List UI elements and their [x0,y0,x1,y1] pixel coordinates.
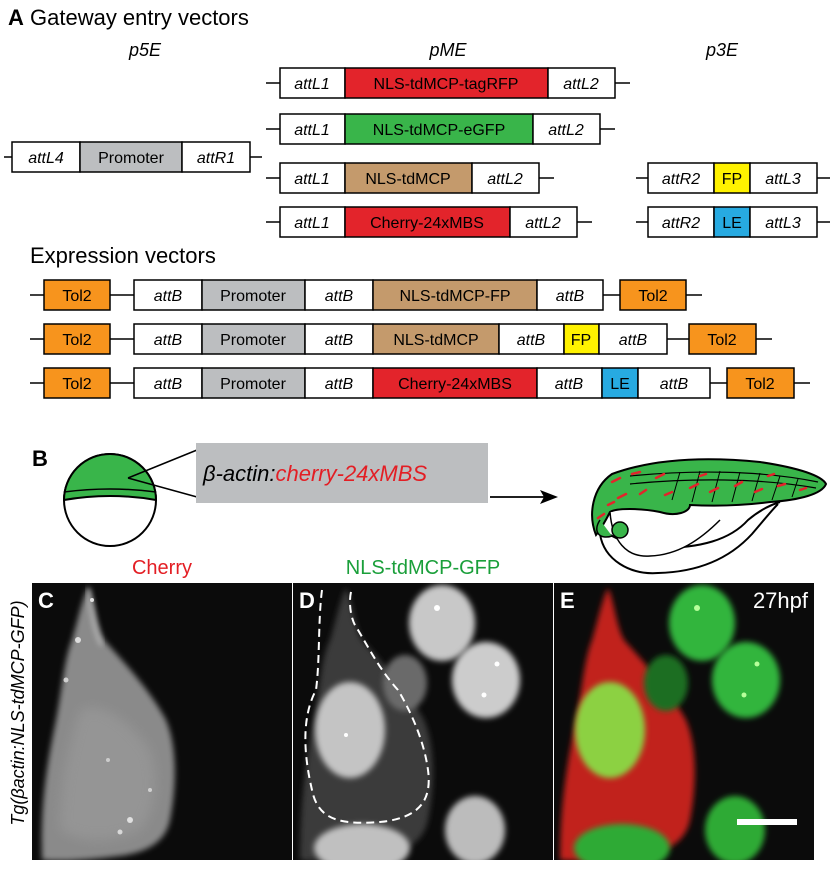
header-gfp: NLS-tdMCP-GFP [346,557,500,579]
construct-box [196,443,488,503]
ev3-insert: Cherry-24xMBS [398,376,512,393]
pme2-att-left: attL1 [294,122,330,139]
ev3-tol-left: Tol2 [62,376,91,393]
p3e2-att-left: attR2 [662,215,700,232]
pme1-att-right: attL2 [563,76,599,93]
ev2-tag: FP [571,332,591,349]
pme4-att-left: attL1 [294,215,330,232]
pme4-insert: Cherry-24xMBS [370,215,484,232]
header-cherry: Cherry [132,557,192,579]
ev3-tag: LE [610,376,630,393]
pme2-att-right: attL2 [548,122,584,139]
expression-vector-3: Tol2 attB Promoter attB Cherry-24xMBS at… [30,367,810,399]
pme1-att-left: attL1 [294,76,330,93]
pme3-att-right: attL2 [487,171,523,188]
ev2-att3: attB [517,332,546,349]
panel-a-letter: A [8,5,24,30]
construct-gene: cherry-24xMBS [276,461,428,486]
pme-vector-1: attL1 NLS-tdMCP-tagRFP attL2 [266,67,630,99]
transgenic-line-label: Tg(βactin:NLS-tdMCP-GFP) [8,600,28,825]
col-label-pme: pME [428,40,467,60]
ev2-att1: attB [154,332,183,349]
stage-label: 27hpf [753,588,809,613]
pme3-insert: NLS-tdMCP [365,171,450,188]
p3e-vector-2: attR2 LE attL3 [636,206,830,238]
panel-c-letter: C [38,588,54,613]
ev2-insert: NLS-tdMCP [393,332,478,349]
col-label-p5e: p5E [128,40,162,60]
ev2-att4: attB [619,332,648,349]
pme2-insert: NLS-tdMCP-eGFP [373,122,505,139]
pme-vector-4: attL1 Cherry-24xMBS attL2 [266,206,592,238]
embryo-injection-diagram [62,449,198,547]
ev1-tol-left: Tol2 [62,288,91,305]
p3e-vector-1: attR2 FP attL3 [636,162,830,194]
micrograph-e: E 27hpf [554,583,814,860]
expression-vector-2: Tol2 attB Promoter attB NLS-tdMCP attB F… [30,323,772,355]
pme-vector-2: attL1 NLS-tdMCP-eGFP attL2 [266,113,615,145]
p5e-att-left: attL4 [28,150,64,167]
construct-label: β-actin:cherry-24xMBS [202,461,427,486]
ev2-att2: attB [325,332,354,349]
ev1-att3: attB [556,288,585,305]
panel-b-letter: B [32,446,48,471]
pme4-att-right: attL2 [525,215,561,232]
expression-vector-1: Tol2 attB Promoter attB NLS-tdMCP-FP att… [30,279,702,311]
pme1-insert: NLS-tdMCP-tagRFP [374,76,519,93]
micrograph-d: D [293,583,553,860]
ev1-att2: attB [325,288,354,305]
pme3-att-left: attL1 [294,171,330,188]
arrow-icon [490,490,558,504]
col-label-p3e: p3E [705,40,739,60]
entry-vectors-title: Gateway entry vectors [30,5,249,30]
p3e2-att-right: attL3 [765,215,801,232]
scale-bar [737,819,797,825]
ev3-att2: attB [325,376,354,393]
panel-d-letter: D [299,588,315,613]
panel-e-letter: E [560,588,575,613]
ev2-tol-left: Tol2 [62,332,91,349]
pme-vector-3: attL1 NLS-tdMCP attL2 [266,162,554,194]
ev3-att4: attB [660,376,689,393]
ev1-att1: attB [154,288,183,305]
p3e2-insert: LE [722,215,742,232]
ev3-promoter: Promoter [220,376,286,393]
expression-vectors-title: Expression vectors [30,243,216,268]
p5e-insert: Promoter [98,150,164,167]
ev1-promoter: Promoter [220,288,286,305]
p3e1-insert: FP [722,171,742,188]
construct-prefix: β-actin [202,461,269,486]
p5e-att-right: attR1 [197,150,235,167]
zebrafish-embryo-icon [591,458,828,575]
p3e1-att-left: attR2 [662,171,700,188]
micrograph-c: C [32,583,292,860]
ev2-tol-right: Tol2 [707,332,736,349]
ev3-att3: attB [555,376,584,393]
ev2-promoter: Promoter [220,332,286,349]
ev1-insert: NLS-tdMCP-FP [399,288,510,305]
construct-sep: : [269,461,275,486]
ev3-tol-right: Tol2 [745,376,774,393]
p5e-vector: attL4 Promoter attR1 [4,141,262,173]
ev1-tol-right: Tol2 [638,288,667,305]
p3e1-att-right: attL3 [765,171,801,188]
ev3-att1: attB [154,376,183,393]
